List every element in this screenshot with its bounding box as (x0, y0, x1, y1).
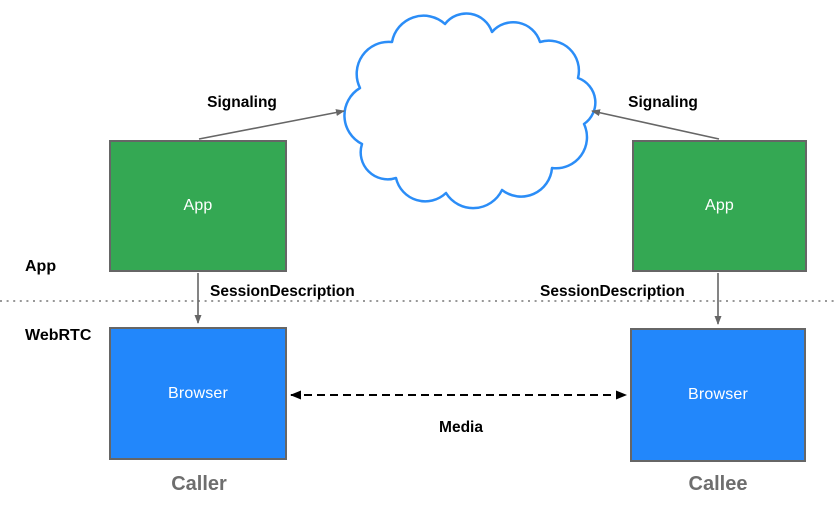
caller-caption: Caller (171, 473, 227, 495)
caller-app-node-label: App (183, 197, 213, 214)
callee-browser-node-label: Browser (687, 386, 749, 403)
caller-app-node: App (109, 140, 287, 272)
webrtc-layer-label: WebRTC (25, 327, 92, 344)
caller-browser-node-label: Browser (167, 384, 229, 402)
session-description-label-left: SessionDescription (210, 283, 355, 300)
callee-browser-node: Browser (630, 328, 806, 462)
callee-caption: Callee (688, 473, 748, 495)
signaling-label-right: Signaling (628, 94, 698, 111)
signaling-arrow-right (591, 109, 720, 140)
session-description-label-right: SessionDescription (540, 283, 685, 300)
signaling-arrow-left (198, 109, 345, 140)
signaling-cloud-shape (343, 12, 597, 210)
media-label: Media (439, 419, 483, 436)
signaling-label-left: Signaling (207, 94, 277, 111)
callee-app-node: App (632, 140, 807, 272)
callee-app-node-label: App (704, 197, 735, 214)
app-layer-label: App (25, 258, 57, 275)
caller-browser-node: Browser (109, 327, 287, 460)
